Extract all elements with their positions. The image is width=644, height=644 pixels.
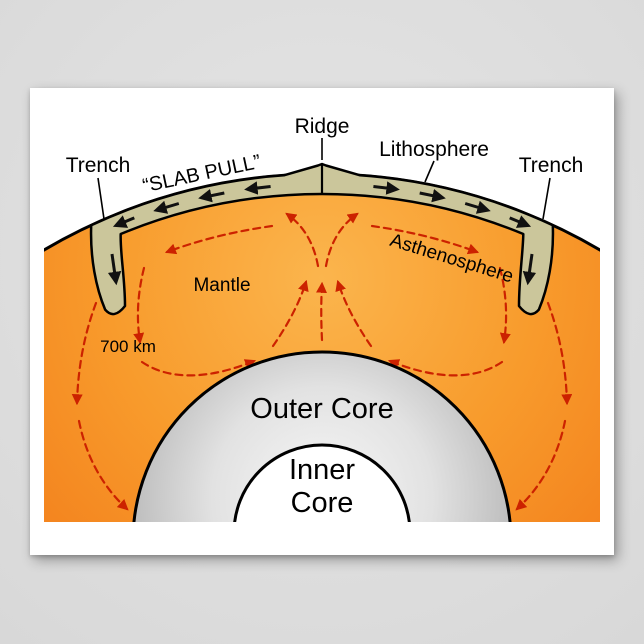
convection-arrow	[77, 419, 129, 511]
700km-depth-label: 700 km	[100, 337, 156, 356]
lithosphere-label: Lithosphere	[379, 138, 489, 161]
convection-arrow	[164, 224, 274, 255]
mantle-label: Mantle	[193, 275, 250, 296]
inner-core-label-line2: Core	[291, 487, 354, 519]
convection-arrow	[271, 279, 309, 348]
plate-arrow	[509, 215, 532, 228]
inner-core-region	[233, 443, 411, 522]
convection-arrow	[515, 419, 567, 511]
convection-arrows	[71, 212, 573, 511]
trench-right-label: Trench	[519, 154, 584, 177]
plate-arrow	[198, 189, 225, 203]
convection-arrow	[387, 359, 504, 377]
convection-arrow	[285, 212, 320, 268]
outer-core-region	[132, 350, 512, 522]
plate-arrow	[112, 215, 135, 228]
plate-arrow	[153, 200, 180, 214]
plate-arrow	[464, 200, 491, 214]
outer-core-label: Outer Core	[250, 393, 393, 425]
plate-motion-arrows	[107, 181, 537, 286]
convection-arrow	[324, 212, 359, 268]
convection-arrow	[498, 266, 511, 345]
convection-arrow	[140, 359, 257, 377]
trench-left-leader-line	[97, 177, 105, 220]
poster: Trench Ridge Lithosphere Trench “SLAB PU…	[30, 88, 614, 555]
convection-arrow	[133, 266, 146, 345]
plate-arrow	[107, 253, 122, 286]
inner-core-label-line1: Inner	[289, 454, 355, 486]
trench-left-label: Trench	[66, 154, 131, 177]
plate-arrow	[373, 181, 400, 195]
lithosphere-leader-line	[424, 160, 435, 183]
convection-arrow	[71, 301, 98, 406]
convection-arrow	[335, 279, 373, 348]
plate-arrow	[522, 253, 537, 286]
convection-arrow	[316, 281, 328, 342]
plate-arrow	[419, 189, 446, 203]
plate-arrow	[244, 181, 271, 195]
ridge-label: Ridge	[295, 115, 350, 138]
trench-right-leader-line	[542, 177, 551, 220]
convection-arrow	[370, 224, 480, 255]
mantle-convection-diagram: Trench Ridge Lithosphere Trench “SLAB PU…	[44, 115, 600, 522]
convection-arrow	[546, 301, 573, 406]
